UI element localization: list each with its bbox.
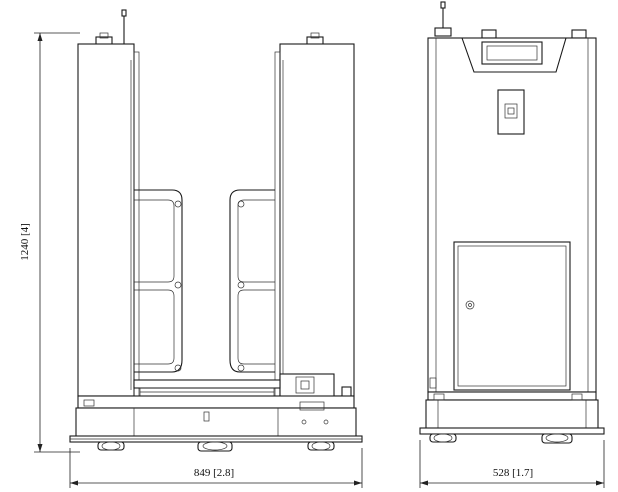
wheels — [97, 441, 335, 452]
control-box — [279, 373, 335, 399]
left-column — [77, 43, 135, 397]
side-wheels — [429, 433, 573, 444]
front-view: 1240 [4] — [19, 9, 363, 488]
width-dimension-side: 528 [1.7] — [419, 440, 605, 488]
side-top-panel — [481, 41, 543, 65]
side-bumper — [419, 427, 605, 435]
side-view: 528 [1.7] — [419, 1, 605, 488]
side-control-panel — [497, 89, 525, 135]
width-dimension-front: 849 [2.8] — [69, 448, 363, 488]
side-connector-left — [481, 29, 497, 39]
right-frame — [229, 189, 275, 373]
side-connector-right — [571, 29, 587, 39]
side-door — [453, 241, 571, 391]
side-chassis — [425, 399, 599, 431]
height-dimension-label: 1240 [4] — [19, 223, 31, 261]
left-frame — [134, 189, 183, 373]
lift-plate — [133, 379, 281, 389]
door-lock-icon — [465, 300, 475, 310]
height-dimension: 1240 [4] — [19, 32, 80, 453]
right-column — [279, 43, 355, 397]
width-dimension-side-label: 528 [1.7] — [493, 467, 533, 479]
width-dimension-front-label: 849 [2.8] — [194, 467, 234, 479]
chassis — [75, 395, 357, 439]
